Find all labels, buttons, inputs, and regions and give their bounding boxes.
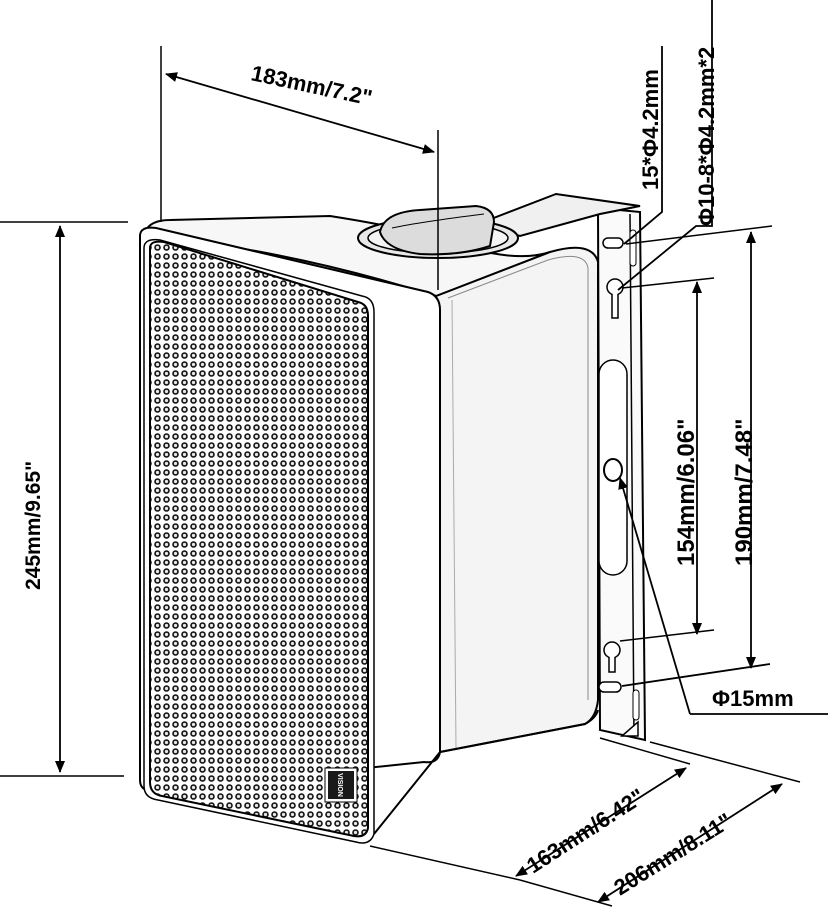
wall-bracket (474, 192, 647, 742)
dimension-width (160, 46, 439, 290)
speaker-grille (149, 240, 369, 838)
dimension-depth-total (519, 741, 801, 907)
leader-hole-spec-b (617, 0, 713, 291)
dimension-height-label: 245mm/9.65" (22, 461, 45, 590)
slot-hole-bottom (598, 681, 622, 693)
slot-hole-top (602, 237, 624, 249)
hole-spec-a-label: 15*Φ4.2mm (638, 69, 663, 190)
leader-hole-center (618, 477, 828, 715)
dimension-hole-outer (621, 225, 773, 687)
hole-spec-b-label: Φ10-8*Φ4.2mm*2 (694, 47, 719, 226)
hole-center-label: Φ15mm (712, 686, 794, 711)
keyhole-bottom (603, 641, 621, 673)
dimension-hole-outer-label: 190mm/7.48" (731, 419, 758, 566)
dimension-hole-inner-label: 154mm/6.06" (673, 419, 700, 566)
leader-hole-spec-a (623, 46, 663, 245)
center-hole (603, 458, 623, 482)
brand-logo: VISION (324, 767, 358, 803)
dimension-depth-total-label: 206mm/8.11" (609, 808, 736, 900)
dimension-depth-body-label: 163mm/6.42" (522, 784, 649, 879)
speaker-bottom-edge (373, 709, 599, 835)
speaker-side-panel (434, 246, 599, 754)
brand-logo-text: VISION (336, 773, 343, 797)
dimension-height (0, 221, 128, 777)
